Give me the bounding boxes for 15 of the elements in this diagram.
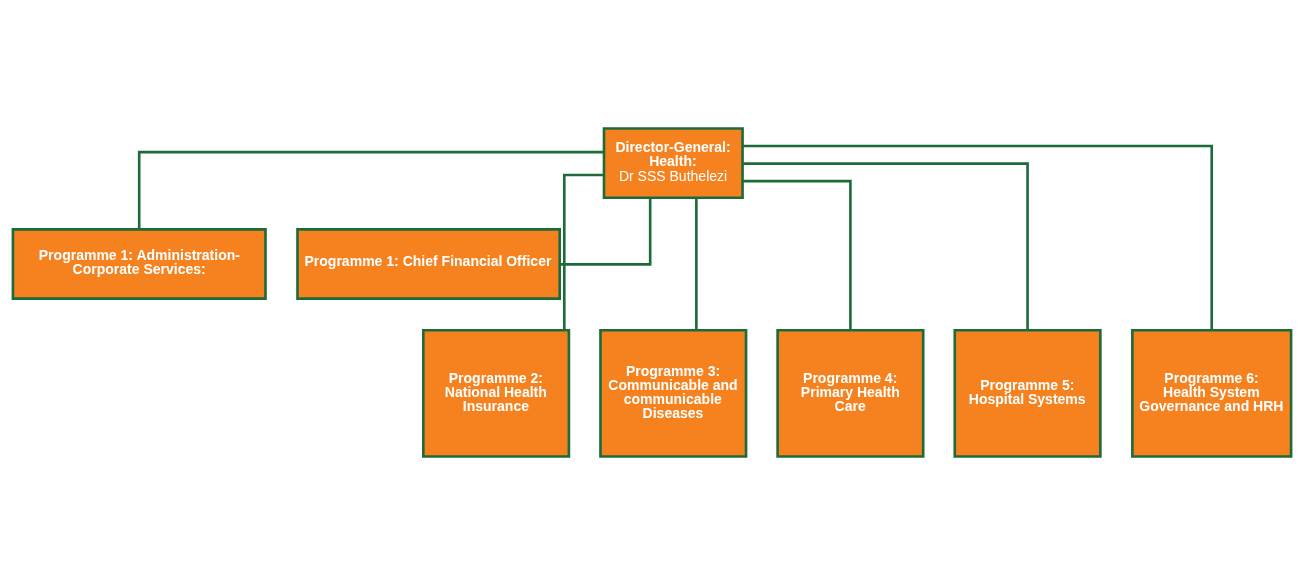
node-box: Programme 4: Primary Health Care (776, 328, 925, 458)
node-box: Programme 1: Chief Financial Officer (296, 227, 561, 300)
connector (742, 179, 852, 330)
connector (695, 197, 698, 330)
connector (563, 173, 604, 330)
node-box: Director-General: Health: Dr SSS Buthelezi (602, 126, 744, 199)
connector (742, 144, 1214, 330)
connector (742, 161, 1029, 330)
node-box: Programme 2: National Health Insurance (422, 328, 571, 458)
node-box: Programme 1: Administration- Corporate Services: (11, 227, 267, 300)
connector (559, 197, 652, 266)
node-box: Programme 6: Health System Governance and HRH (1131, 328, 1293, 458)
connector (137, 150, 604, 229)
node-box: Programme 3: Communicable and communicable Diseases (599, 328, 748, 458)
node-box: Programme 5: Hospital Systems (953, 328, 1102, 458)
